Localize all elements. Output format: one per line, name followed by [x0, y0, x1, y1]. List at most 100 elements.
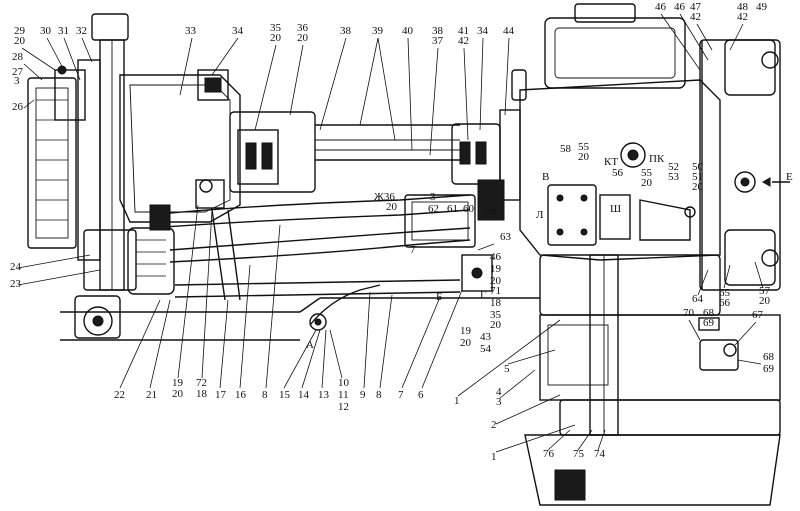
- callout-c3c: 3: [496, 396, 502, 408]
- callout-c21: 21: [146, 389, 157, 401]
- callout-c42b: 42: [690, 11, 701, 23]
- callout-cSh: Ш: [610, 203, 621, 215]
- callout-c13: 13: [318, 389, 330, 401]
- callout-c16: 16: [235, 389, 247, 401]
- callout-c17: 17: [215, 389, 227, 401]
- chassis-frame: [60, 295, 540, 341]
- callout-c69b: 69: [763, 363, 775, 375]
- callout-c6: 6: [418, 389, 424, 401]
- callout-c14: 14: [298, 389, 310, 401]
- callout-c24: 24: [10, 261, 22, 273]
- callout-cB: В: [542, 171, 549, 183]
- callout-c1a: 1: [454, 395, 460, 407]
- callout-cE: Е: [786, 171, 793, 183]
- callout-c62: 62: [428, 203, 439, 215]
- callout-c76: 76: [543, 448, 555, 460]
- callout-c56: 56: [612, 167, 624, 179]
- callout-c29: 29: [14, 25, 26, 37]
- callout-c28: 28: [12, 51, 24, 63]
- callout-c27: 27: [12, 66, 24, 78]
- callout-c38a: 38: [340, 25, 352, 37]
- callout-c46c: 46: [490, 251, 502, 263]
- callout-c22: 22: [114, 389, 125, 401]
- callout-cPK: ПК: [649, 153, 665, 165]
- callout-c46a: 46: [655, 1, 667, 13]
- bracket-a: [309, 284, 381, 331]
- callout-c20h: 20: [490, 275, 502, 287]
- callout-c68a: 68: [703, 307, 715, 319]
- callout-c20c: 20: [297, 32, 309, 44]
- callout-c38b: 38: [432, 25, 444, 37]
- callout-c31: 31: [58, 25, 69, 37]
- callout-c42c: 42: [737, 11, 748, 23]
- callout-c18a: 18: [490, 297, 502, 309]
- callout-c65: 65: [719, 287, 731, 299]
- callout-c20k: 20: [759, 295, 771, 307]
- gearbox-housing: [519, 3, 721, 261]
- callout-c20i: 20: [490, 319, 502, 331]
- right-side-units: [699, 39, 790, 291]
- callout-c7a: 7: [410, 244, 416, 256]
- callout-c19b: 19: [460, 325, 472, 337]
- callout-c4: 4: [496, 386, 502, 398]
- callout-c20a: 20: [14, 35, 26, 47]
- lower-housing: [524, 254, 781, 506]
- callout-cL: Л: [536, 209, 544, 221]
- callout-c61: 61: [447, 203, 458, 215]
- callout-c58: 58: [560, 143, 572, 155]
- callout-c5: 5: [504, 363, 510, 375]
- callout-c59: 59: [485, 205, 497, 217]
- callout-c30: 30: [40, 25, 52, 37]
- callout-c60: 60: [463, 203, 475, 215]
- callout-c44: 44: [503, 25, 515, 37]
- callout-c36: 36: [297, 22, 309, 34]
- radiator-assembly: [27, 13, 129, 291]
- callout-c11: 11: [338, 389, 349, 401]
- callout-c3b: 3: [430, 191, 436, 203]
- callout-c55a: 55: [578, 141, 590, 153]
- callout-c20d: 20: [578, 151, 590, 163]
- callout-c15: 15: [279, 389, 291, 401]
- callout-c70: 70: [683, 307, 695, 319]
- callout-c19c: 19: [172, 377, 184, 389]
- callout-c26: 26: [12, 101, 24, 113]
- callout-c10: 10: [338, 377, 350, 389]
- callout-c57: 57: [759, 285, 771, 297]
- hydraulic-lines: [149, 194, 471, 301]
- callout-c3a: 3: [14, 75, 20, 87]
- callout-c8a: 8: [262, 389, 268, 401]
- callout-c34b: 34: [477, 25, 489, 37]
- callout-c35a: 35: [270, 22, 282, 34]
- callout-c34a: 34: [232, 25, 244, 37]
- callout-c51: 51: [692, 171, 703, 183]
- callout-cZh36: Ж36: [374, 191, 395, 203]
- callout-c23: 23: [10, 278, 22, 290]
- rear-coupling: [451, 69, 527, 201]
- front-coupling: [229, 111, 460, 193]
- callout-c9: 9: [360, 389, 366, 401]
- callout-c40: 40: [402, 25, 414, 37]
- callout-c75: 75: [573, 448, 585, 460]
- callout-c37: 37: [432, 35, 444, 47]
- callout-c19a: 19: [490, 263, 502, 275]
- callout-c46b: 46: [674, 1, 686, 13]
- callout-c66: 66: [719, 297, 731, 309]
- callout-c72: 72: [196, 377, 207, 389]
- callout-c74: 74: [594, 448, 606, 460]
- hydraulic-pump: [83, 204, 175, 295]
- callout-c54: 54: [480, 343, 492, 355]
- callout-c20f: 20: [692, 181, 704, 193]
- callout-c49: 49: [756, 1, 768, 13]
- callout-cG: Г: [480, 289, 486, 301]
- leader-lines: [17, 13, 764, 453]
- callout-c18b: 18: [196, 388, 208, 400]
- callout-c50: 50: [692, 161, 704, 173]
- callout-c41: 41: [458, 25, 469, 37]
- callout-c7b: 7: [398, 389, 404, 401]
- callout-c48: 48: [737, 1, 749, 13]
- callout-c53: 53: [668, 171, 680, 183]
- callout-c1b: 1: [491, 451, 497, 463]
